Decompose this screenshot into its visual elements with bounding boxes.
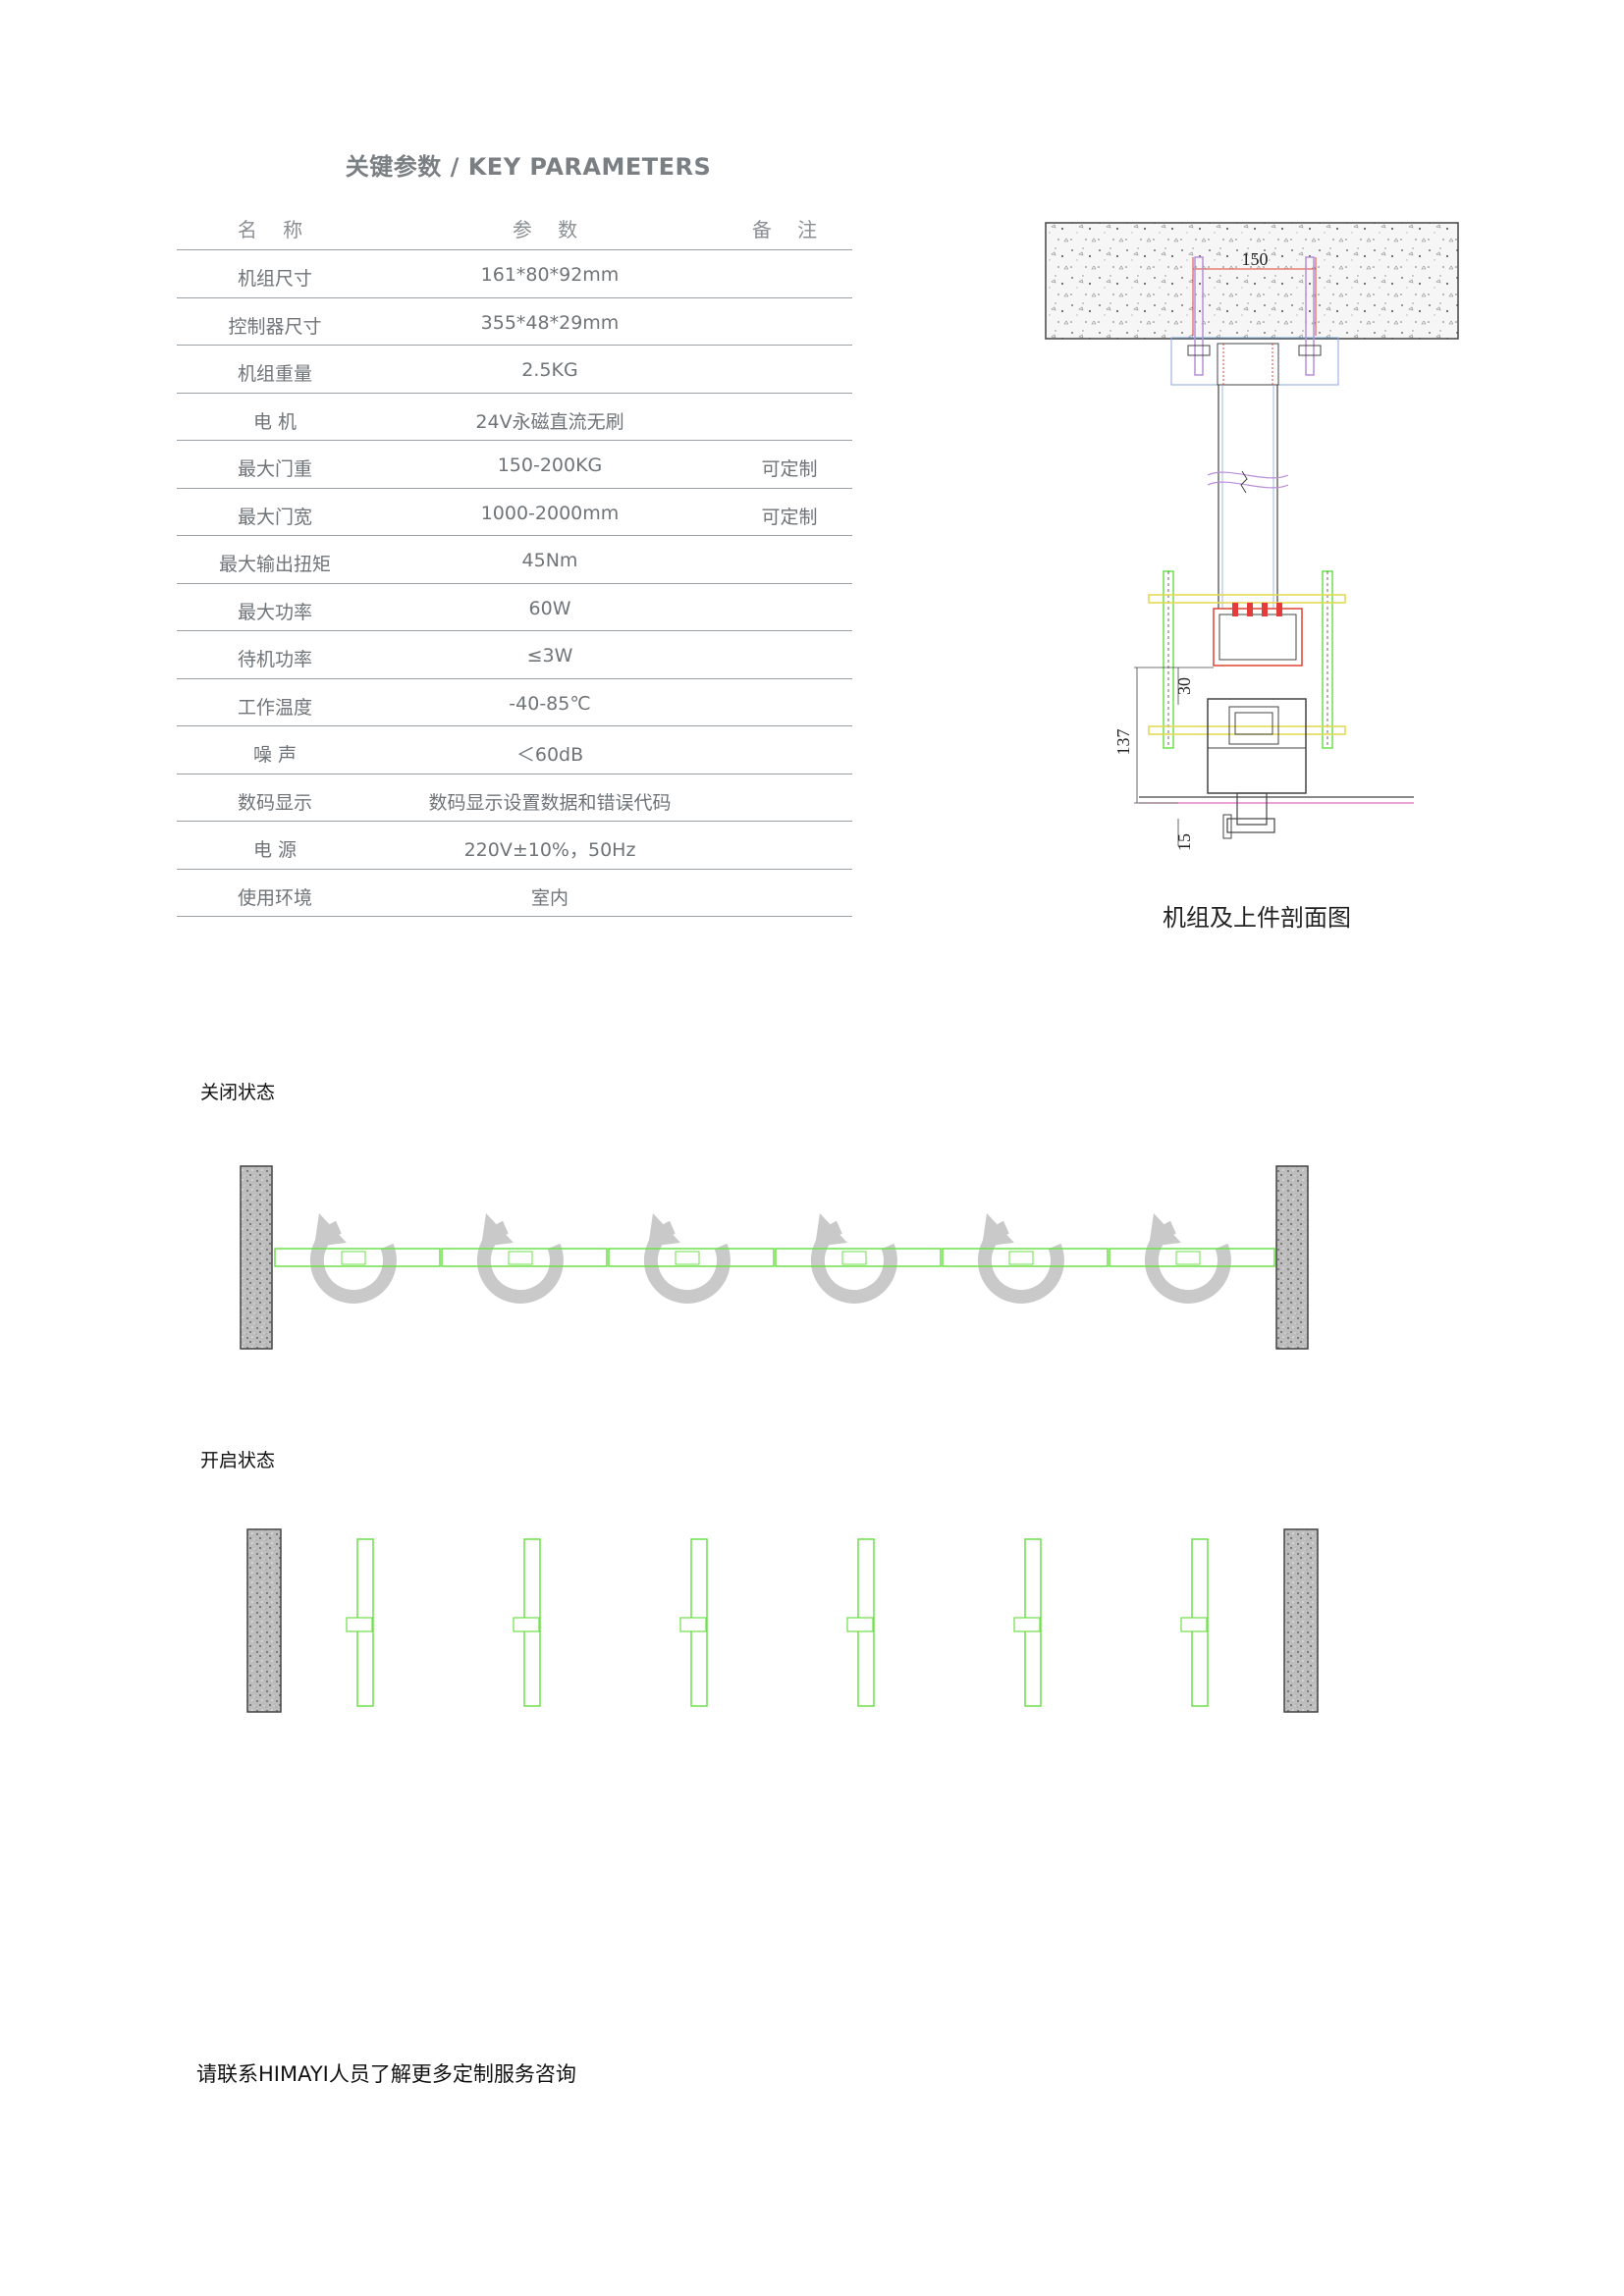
- row-name: 机组重量: [237, 363, 312, 385]
- row-name: 最大门宽: [237, 506, 312, 528]
- door-panel: [942, 1248, 1109, 1267]
- footer-contact-note: 请联系HIMAYI人员了解更多定制服务咨询: [196, 2062, 576, 2086]
- ceiling-slab: [1045, 222, 1459, 340]
- row-value: 2.5KG: [521, 359, 578, 381]
- table-row: 最大门宽 1000-2000mm 可定制: [177, 487, 852, 536]
- table-row: 控制器尺寸 355*48*29mm: [177, 296, 852, 346]
- row-value: 1000-2000mm: [480, 502, 620, 524]
- door-panel: [441, 1248, 608, 1267]
- row-name: 待机功率: [237, 649, 312, 670]
- clamp-bar-upper: [1148, 594, 1346, 604]
- closed-state-label: 关闭状态: [200, 1082, 276, 1103]
- table-row: 机组重量 2.5KG: [177, 345, 852, 393]
- row-note: 可定制: [761, 506, 818, 528]
- dim-15-label: 15: [1174, 833, 1194, 851]
- fasteners: [1232, 603, 1282, 616]
- closed-panels: [274, 1248, 1275, 1267]
- table-row: 最大输出扭矩 45Nm: [177, 535, 852, 583]
- header-name: 名 称: [237, 218, 313, 241]
- row-name: 数码显示: [237, 791, 312, 814]
- row-value: ≤3W: [526, 645, 573, 667]
- dimension-width: 150: [1192, 249, 1317, 336]
- row-value: 24V永磁直流无刷: [475, 410, 624, 433]
- dim-30-label: 30: [1174, 677, 1194, 695]
- params-title: 关键参数 / KEY PARAMETERS: [345, 153, 712, 181]
- dim-150-label: 150: [1242, 249, 1269, 269]
- header-value: 参 数: [512, 218, 588, 241]
- row-name: 噪 声: [252, 744, 298, 766]
- open-state-diagram: [246, 1528, 1319, 1713]
- anchor-bolt-left: [1194, 256, 1204, 376]
- row-note: 可定制: [761, 458, 818, 480]
- section-drawing: 150 137: [1045, 222, 1459, 851]
- row-name: 电 源: [252, 839, 298, 861]
- rect-tube: [1213, 608, 1303, 667]
- row-value: 220V±10%，50Hz: [463, 839, 636, 861]
- section-drawing-caption: 机组及上件剖面图: [1163, 904, 1351, 932]
- row-name: 机组尺寸: [237, 268, 312, 290]
- nut-right: [1298, 345, 1322, 356]
- clamp-bar-lower: [1148, 725, 1346, 735]
- table-row: 最大功率 60W: [177, 582, 852, 631]
- wall-left: [240, 1165, 273, 1350]
- row-name: 工作温度: [237, 696, 312, 719]
- row-value: 355*48*29mm: [480, 311, 620, 334]
- row-value: 室内: [530, 886, 568, 909]
- table-row: 最大门重 150-200KG 可定制: [177, 440, 852, 488]
- row-name: 最大功率: [237, 601, 312, 623]
- table-row: 数码显示 数码显示设置数据和错误代码: [177, 773, 852, 822]
- table-row: 工作温度 -40-85℃: [177, 677, 852, 726]
- door-panel: [775, 1248, 942, 1267]
- table-row: 机组尺寸 161*80*92mm: [177, 249, 852, 297]
- row-value: -40-85℃: [509, 692, 591, 715]
- row-name: 控制器尺寸: [228, 315, 322, 338]
- pivot-units: [346, 1617, 1208, 1632]
- row-value: ＜60dB: [515, 744, 584, 766]
- row-name: 最大门重: [237, 458, 312, 480]
- wall-right: [1283, 1528, 1319, 1713]
- door-panel: [608, 1248, 775, 1267]
- row-value: 45Nm: [521, 550, 578, 571]
- door-panel: [274, 1248, 441, 1267]
- table-row: 电 源 220V±10%，50Hz: [177, 821, 852, 869]
- output-shaft: [1236, 792, 1268, 826]
- header-note: 备 注: [751, 218, 828, 241]
- door-panel: [1109, 1248, 1275, 1267]
- wall-right: [1275, 1165, 1309, 1350]
- row-value: 161*80*92mm: [480, 264, 620, 286]
- wall-left: [246, 1528, 282, 1713]
- row-value: 150-200KG: [497, 454, 603, 476]
- rotation-arrows: [314, 1213, 1224, 1297]
- table-row: 使用环境 室内: [177, 868, 852, 917]
- dim-137-label: 137: [1113, 729, 1133, 756]
- row-name: 最大输出扭矩: [218, 554, 331, 575]
- closed-state-diagram: [240, 1165, 1309, 1350]
- params-table: 机组尺寸 161*80*92mm 控制器尺寸 355*48*29mm 机组重量 2.5…: [177, 249, 852, 917]
- open-state-label: 开启状态: [200, 1450, 276, 1471]
- table-row: 待机功率 ≤3W: [177, 630, 852, 678]
- nut-left: [1187, 345, 1211, 356]
- anchor-bolt-right: [1305, 256, 1315, 376]
- row-name: 使用环境: [237, 886, 312, 909]
- row-value: 60W: [528, 597, 571, 619]
- row-value: 数码显示设置数据和错误代码: [428, 791, 672, 814]
- open-panels: [356, 1538, 1209, 1707]
- table-bottom-rule: [177, 916, 852, 917]
- table-row: 电 机 24V永磁直流无刷: [177, 392, 852, 441]
- pivot-units: [341, 1251, 1201, 1265]
- row-name: 电 机: [252, 410, 298, 433]
- table-row: 噪 声 ＜60dB: [177, 725, 852, 774]
- dimension-heights: 137 30 15: [1113, 667, 1214, 851]
